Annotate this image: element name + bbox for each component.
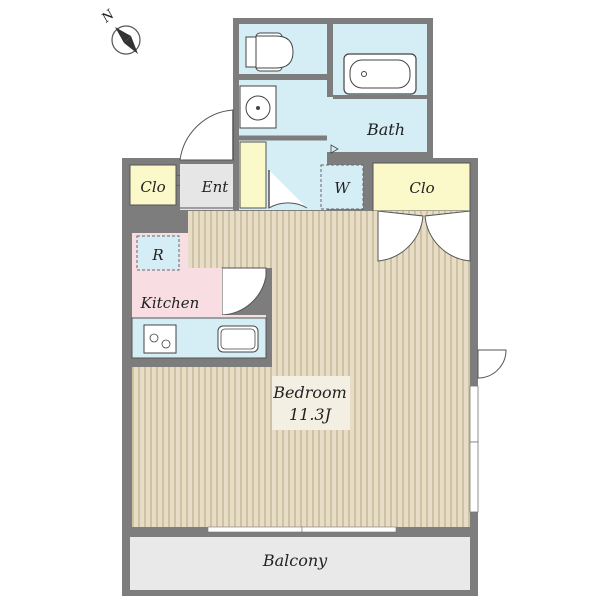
burner-left-icon bbox=[149, 333, 159, 343]
bath-room: Bath bbox=[333, 24, 427, 152]
bathtub-drain-icon bbox=[361, 71, 367, 77]
fridge-space bbox=[136, 235, 180, 271]
balcony-floor bbox=[130, 537, 470, 590]
closet-right-door-left[interactable] bbox=[377, 210, 424, 262]
washer-label: W bbox=[334, 179, 351, 197]
fridge-label: R bbox=[151, 246, 163, 264]
closet-right-area bbox=[372, 162, 471, 212]
bedroom-size-label: 11.3J bbox=[289, 405, 333, 424]
washer-space bbox=[320, 164, 364, 210]
window-right-lower bbox=[469, 441, 479, 513]
side-door[interactable] bbox=[477, 349, 507, 379]
entrance-floor bbox=[180, 164, 233, 210]
windows bbox=[207, 385, 479, 533]
compass-north-label: N bbox=[98, 7, 118, 27]
window-right-upper bbox=[469, 385, 479, 443]
washroom: W bbox=[239, 80, 364, 210]
entrance: Ent bbox=[180, 164, 233, 210]
kitchen-sink-basin bbox=[220, 328, 256, 350]
toilet-room bbox=[239, 24, 327, 80]
closet-right-label: Clo bbox=[409, 179, 434, 197]
window-balcony-right bbox=[301, 526, 397, 533]
bedroom-label-box bbox=[272, 376, 350, 430]
compass-needle-south bbox=[124, 36, 138, 54]
closet-left: Clo bbox=[129, 164, 187, 206]
compass: N bbox=[98, 7, 141, 55]
washbasin-icon bbox=[245, 95, 271, 121]
bedroom-floor bbox=[132, 211, 470, 527]
balcony-label: Balcony bbox=[262, 551, 328, 570]
kitchen-label: Kitchen bbox=[140, 294, 200, 312]
compass-ring bbox=[111, 25, 141, 55]
bedroom: Bedroom 11.3J bbox=[132, 210, 471, 527]
window-balcony-left bbox=[207, 526, 303, 533]
bathtub-icon bbox=[349, 59, 411, 89]
entrance-door[interactable] bbox=[179, 109, 234, 161]
stove-icon bbox=[143, 324, 177, 354]
closet-right-door-right[interactable] bbox=[424, 210, 471, 262]
toilet-tank bbox=[245, 36, 257, 68]
entrance-label: Ent bbox=[201, 178, 230, 196]
entrance-door-swing[interactable] bbox=[179, 109, 234, 161]
closet-left-label: Clo bbox=[140, 178, 165, 196]
kitchen-sink-icon bbox=[217, 325, 259, 353]
bedroom-label: Bedroom bbox=[272, 383, 347, 402]
washbasin-drain-icon bbox=[256, 106, 260, 110]
bath-label: Bath bbox=[366, 120, 405, 139]
balcony: Balcony bbox=[130, 537, 470, 590]
kitchen-door[interactable] bbox=[221, 267, 267, 316]
washroom-shelf bbox=[239, 141, 267, 209]
compass-needle-north bbox=[115, 27, 131, 43]
closet-right: Clo bbox=[372, 162, 471, 212]
washroom-floor-ext bbox=[327, 97, 333, 152]
bath-door-arrow-icon bbox=[330, 144, 339, 154]
burner-right-icon bbox=[161, 339, 171, 349]
toilet-bowl-icon bbox=[255, 35, 294, 69]
kitchen: R Kitchen bbox=[131, 233, 267, 359]
side-door-swing[interactable] bbox=[477, 349, 507, 379]
